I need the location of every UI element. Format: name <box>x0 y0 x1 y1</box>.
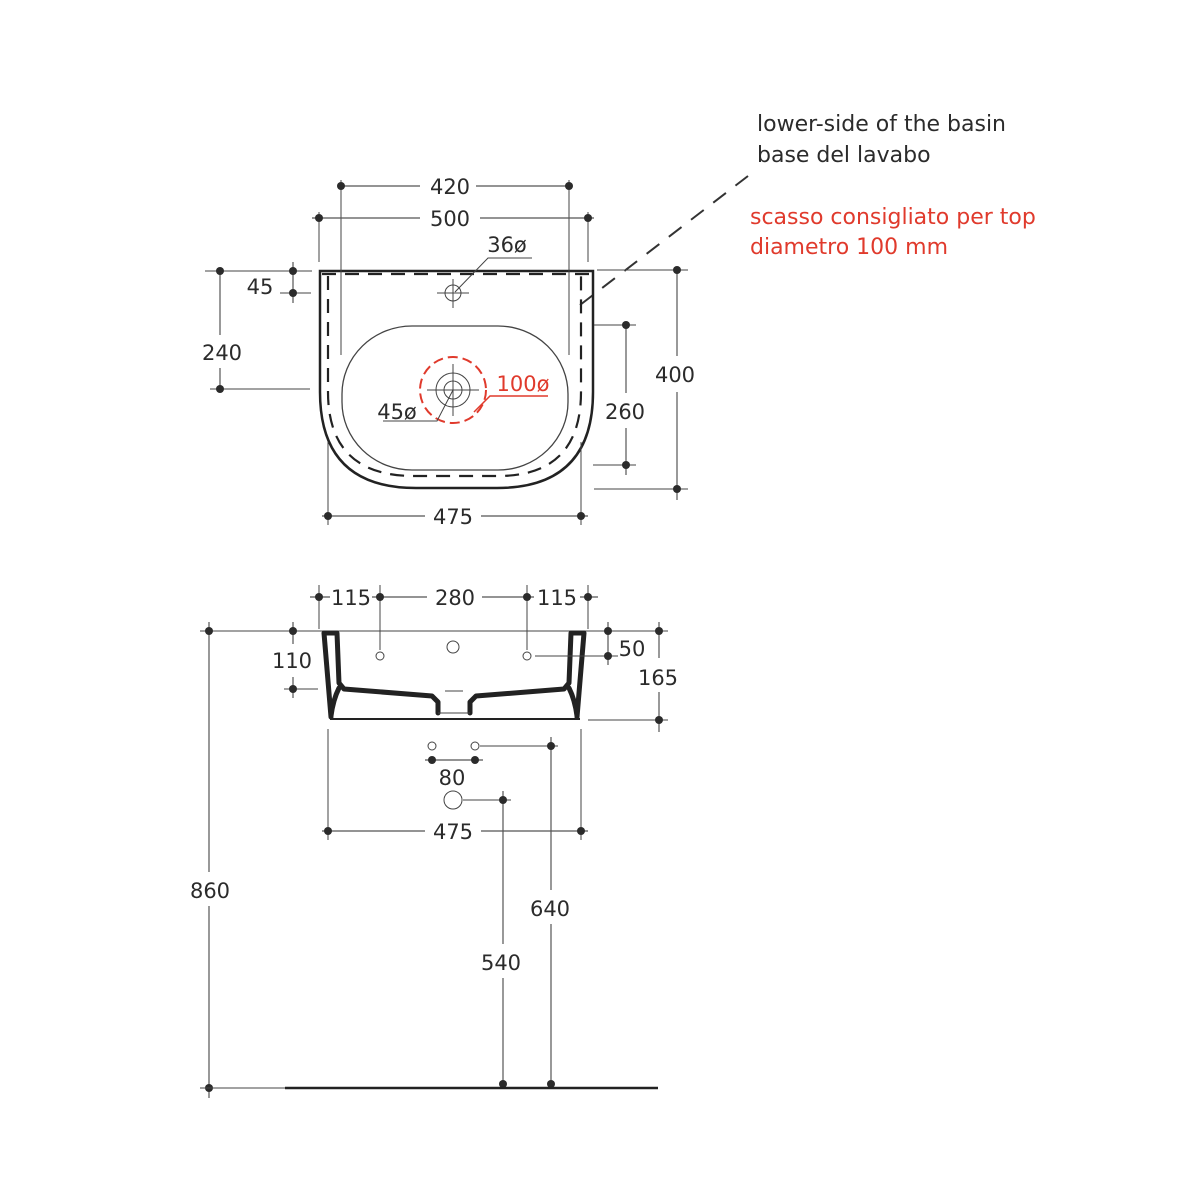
dim-dot <box>604 652 612 660</box>
dim-165: 165 <box>638 666 678 690</box>
dim-dot <box>622 321 630 329</box>
overflow-hole <box>446 640 460 654</box>
dim-dot <box>577 827 585 835</box>
cutout-leader <box>473 395 548 413</box>
dim-dot <box>577 512 585 520</box>
note-lower-side-en: lower-side of the basin <box>757 112 1006 137</box>
dim-dot <box>655 627 663 635</box>
tap-hole-right <box>470 741 480 751</box>
dim-420: 420 <box>430 175 470 199</box>
dim-400: 400 <box>655 363 695 387</box>
dim-dot <box>604 627 612 635</box>
note-lower-side-it: base del lavabo <box>757 143 931 168</box>
dim-80: 80 <box>439 766 466 790</box>
dim-dot <box>376 593 384 601</box>
dim-dot <box>216 385 224 393</box>
note-cutout-line2: diametro 100 mm <box>750 235 948 260</box>
waste-leader <box>383 389 454 422</box>
note-cutout-line1: scasso consigliato per top <box>750 205 1036 230</box>
waste-outlet-circle <box>443 790 463 810</box>
dim-45: 45 <box>247 275 274 299</box>
dim-tap-hole: 36ø <box>487 233 527 257</box>
dim-dot <box>428 756 436 764</box>
tap-hole-left <box>427 741 437 751</box>
waste-cutout-circle <box>419 356 487 424</box>
dim-240: 240 <box>202 341 242 365</box>
fixing-hole-left <box>375 651 385 661</box>
dim-dot <box>673 266 681 274</box>
basin-section-profile <box>321 630 587 720</box>
fixing-hole-right <box>522 651 532 661</box>
dim-dot <box>655 716 663 724</box>
top-view: 420 500 36ø 45 240 400 260 <box>202 175 695 529</box>
dim-dot <box>324 827 332 835</box>
dim-dot <box>315 214 323 222</box>
dim-waste-cutout: 100ø <box>497 372 550 396</box>
dim-dot <box>547 1080 555 1088</box>
side-view: 115 280 115 110 50 165 80 4 <box>190 585 678 1098</box>
dim-640: 640 <box>530 897 570 921</box>
dim-dot <box>324 512 332 520</box>
dim-dot <box>584 214 592 222</box>
dim-waste: 45ø <box>377 400 417 424</box>
dim-dot <box>622 461 630 469</box>
dim-475-side: 475 <box>433 820 473 844</box>
dim-475-top: 475 <box>433 505 473 529</box>
dim-dot <box>547 742 555 750</box>
dim-280: 280 <box>435 586 475 610</box>
basin-outline <box>318 269 595 490</box>
dim-dot <box>216 267 224 275</box>
dim-260: 260 <box>605 400 645 424</box>
dim-dot <box>289 627 297 635</box>
dim-dot <box>289 267 297 275</box>
dim-110: 110 <box>272 649 312 673</box>
dim-860: 860 <box>190 879 230 903</box>
dim-50: 50 <box>619 637 646 661</box>
dim-dot <box>523 593 531 601</box>
dim-500: 500 <box>430 207 470 231</box>
dim-dot <box>337 182 345 190</box>
dim-540: 540 <box>481 951 521 975</box>
dim-dot <box>673 485 681 493</box>
lower-side-leader <box>579 175 749 306</box>
dim-dot <box>499 1080 507 1088</box>
dim-dot <box>471 756 479 764</box>
dim-dot <box>584 593 592 601</box>
dim-dot <box>499 796 507 804</box>
tap-leader <box>454 257 532 293</box>
dim-dot <box>315 593 323 601</box>
dim-dot <box>565 182 573 190</box>
dim-115-right: 115 <box>537 586 577 610</box>
dim-dot <box>289 685 297 693</box>
dim-115-left: 115 <box>331 586 371 610</box>
bowl-outline <box>341 325 569 471</box>
dim-dot <box>205 627 213 635</box>
dim-dot <box>289 289 297 297</box>
